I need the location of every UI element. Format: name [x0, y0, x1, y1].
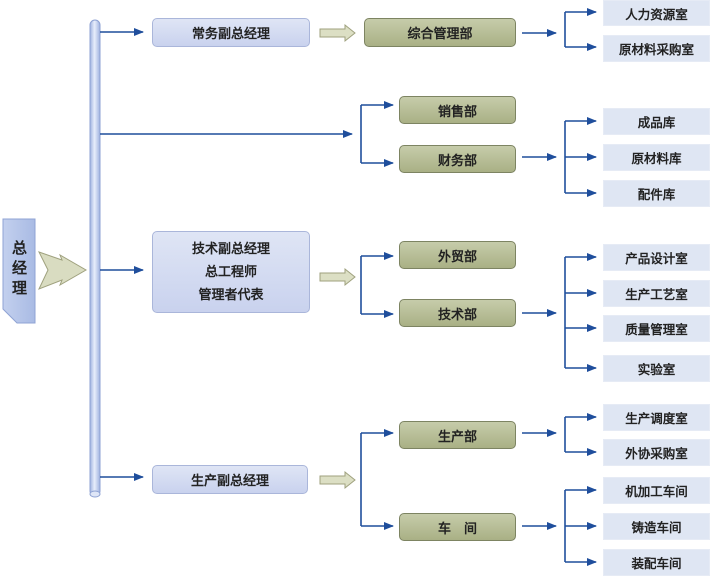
trunk-bar	[89, 19, 101, 497]
unit-raw-material-store[interactable]: 原材料库	[603, 144, 710, 171]
dept-sales[interactable]: 销售部	[399, 96, 516, 124]
unit-hr[interactable]: 人力资源室	[603, 0, 710, 26]
unit-material-purchasing[interactable]: 原材料采购室	[603, 35, 710, 62]
unit-product-design[interactable]: 产品设计室	[603, 244, 710, 271]
dept-foreign-trade[interactable]: 外贸部	[399, 241, 516, 269]
general-manager-label: 总 经 理	[11, 239, 27, 297]
dept-technical[interactable]: 技术部	[399, 299, 516, 327]
hollow-arrow-icon	[319, 470, 356, 490]
vp-production[interactable]: 生产副总经理	[152, 465, 308, 494]
unit-finished-goods-store[interactable]: 成品库	[603, 108, 710, 135]
vp-technical[interactable]: 技术副总经理 总工程师 管理者代表	[152, 231, 310, 313]
unit-outsourcing-purchasing[interactable]: 外协采购室	[603, 439, 710, 466]
hollow-arrow-icon	[319, 267, 356, 287]
unit-process-engineering[interactable]: 生产工艺室	[603, 280, 710, 307]
unit-parts-store[interactable]: 配件库	[603, 180, 710, 207]
unit-assembly-workshop[interactable]: 装配车间	[603, 549, 710, 576]
dept-finance[interactable]: 财务部	[399, 145, 516, 173]
vp-executive[interactable]: 常务副总经理	[152, 18, 310, 47]
gm-chevron-arrow-icon	[38, 251, 88, 290]
unit-laboratory[interactable]: 实验室	[603, 355, 710, 382]
dept-admin[interactable]: 综合管理部	[364, 18, 516, 47]
dept-workshop[interactable]: 车 间	[399, 513, 516, 541]
unit-casting-workshop[interactable]: 铸造车间	[603, 513, 710, 540]
general-manager-box	[2, 218, 36, 324]
unit-quality-management[interactable]: 质量管理室	[603, 315, 710, 342]
unit-machining-workshop[interactable]: 机加工车间	[603, 477, 710, 504]
hollow-arrow-icon	[319, 23, 356, 43]
unit-production-scheduling[interactable]: 生产调度室	[603, 404, 710, 431]
dept-production[interactable]: 生产部	[399, 421, 516, 449]
